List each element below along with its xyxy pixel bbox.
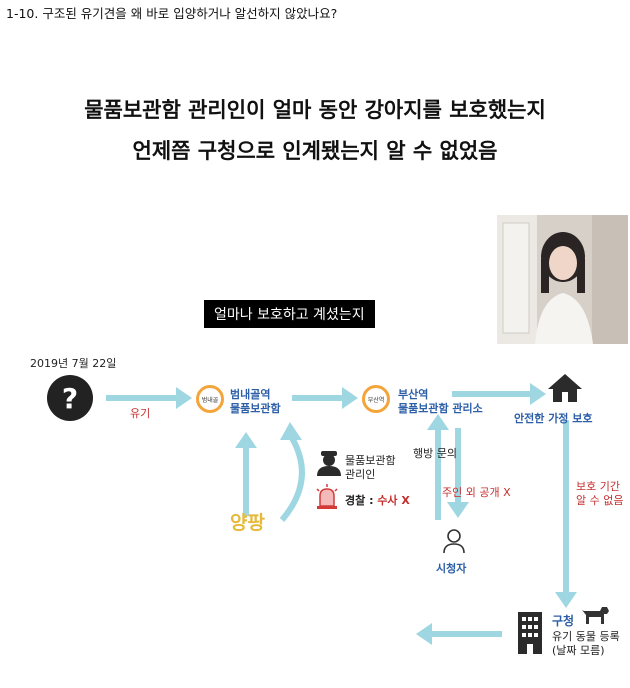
registration-line2: (날짜 모름) [552,644,605,657]
viewer-label: 시청자 [436,562,467,575]
registration-line1: 유기 동물 등록 [552,630,620,643]
owner-info-label: 주인 외 공개 X [442,486,511,499]
arrowhead-from-office [416,623,432,645]
arrowhead-inquiry-up [427,414,449,430]
svg-text:?: ? [62,382,78,415]
safe-home-label: 안전한 가정 보호 [514,412,593,425]
yangpang-label: 양팡 [230,512,265,534]
protect-period-line2: 알 수 없음 [576,494,624,507]
abandon-label: 유기 [130,407,151,420]
building-icon [516,612,544,654]
question-circle-icon: ? [47,375,93,421]
presenter-illustration [497,215,628,344]
station2-name-line1: 부산역 [398,388,429,401]
station1-name-line2: 물품보관함 [230,402,281,415]
station1-chip: 범내골 [196,385,224,413]
arrow-yangpang-curve [279,436,305,522]
arrowhead-to-office [555,592,577,608]
dog-icon [580,603,610,625]
district-office-label: 구청 [552,614,575,628]
arrowhead-yangpang-curve [280,422,302,440]
station1-chip-label: 범내골 [201,396,219,404]
subtitle-caption: 얼마나 보호하고 계셨는지 [204,300,375,328]
manager-label-line1: 물품보관함 [345,454,396,467]
station2-name-line2: 물품보관함 관리소 [398,402,483,415]
station1-name-line1: 범내골역 [230,388,271,401]
headline-line-2: 언제쯤 구청으로 인계됐는지 알 수 없었음 [132,139,498,163]
arrowhead-abandon [176,387,192,409]
arrowhead-yangpang-up [235,432,257,448]
siren-icon [314,484,340,510]
station2-chip-label: 부산역 [367,396,385,404]
police-prefix: 경찰 : [345,494,378,507]
page-header-title: 1-10. 구조된 유기견을 왜 바로 입양하거나 알선하지 않았나요? [6,6,338,21]
presenter-video-thumbnail [497,215,628,344]
date-label: 2019년 7월 22일 [30,357,117,370]
police-value: 수사 X [377,494,410,507]
arrowhead-to-home [530,383,546,405]
police-line: 경찰 : 수사 X [345,492,410,508]
inquiry-label: 행방 문의 [413,447,457,460]
arrowhead-info-down [447,502,469,518]
arrowhead-to-busan [342,387,358,409]
viewer-person-icon [442,528,466,554]
station2-chip: 부산역 [362,385,390,413]
manager-label-line2: 관리인 [345,468,376,481]
headline-line-1: 물품보관함 관리인이 얼마 동안 강아지를 보호했는지 [84,98,546,122]
protect-period-line1: 보호 기간 [576,480,620,493]
house-icon [546,372,584,404]
manager-person-icon [316,450,342,476]
